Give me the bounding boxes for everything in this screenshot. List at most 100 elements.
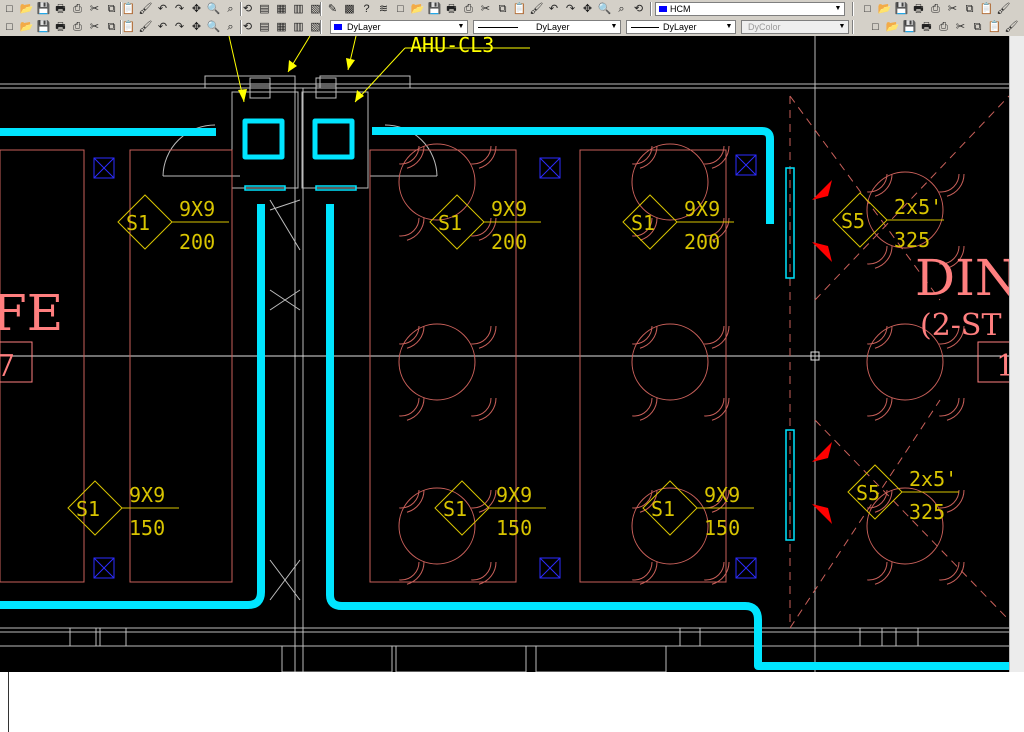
zoom-realtime-icon[interactable]: 🔍 — [206, 3, 221, 15]
print-icon[interactable]: 🖶 — [913, 3, 924, 15]
chair — [382, 307, 420, 345]
print-icon[interactable]: 🖶 — [921, 21, 932, 33]
chevron-down-icon[interactable]: ▼ — [725, 23, 733, 30]
paste-icon[interactable]: 📋 — [121, 3, 136, 15]
save-icon[interactable]: 💾 — [902, 21, 917, 33]
preview-icon[interactable]: ⎙ — [73, 21, 82, 33]
toolpalette-icon[interactable]: ▥ — [293, 3, 304, 15]
chevron-down-icon[interactable]: ▼ — [834, 5, 842, 12]
print-icon[interactable]: 🖶 — [55, 3, 66, 15]
save-icon[interactable]: 💾 — [894, 3, 909, 15]
zoom-realtime-icon[interactable]: 🔍 — [597, 3, 612, 15]
redo-icon[interactable]: ↷ — [565, 3, 576, 15]
pan-icon[interactable]: ✥ — [582, 3, 593, 15]
new-icon[interactable]: □ — [6, 21, 13, 33]
designcenter-icon[interactable]: ▦ — [276, 3, 287, 15]
paste-icon[interactable]: 📋 — [512, 3, 527, 15]
matchprop-icon[interactable]: 🖌 — [138, 21, 153, 33]
new-icon[interactable]: □ — [864, 3, 871, 15]
copy-icon[interactable]: ⧉ — [107, 21, 116, 33]
save-icon[interactable]: 💾 — [36, 3, 51, 15]
help-icon[interactable]: ? — [363, 3, 370, 15]
zoom-previous-icon[interactable]: ⟲ — [242, 3, 253, 15]
new-icon[interactable]: □ — [6, 3, 13, 15]
new-icon[interactable]: □ — [872, 21, 879, 33]
open-icon[interactable]: 📂 — [19, 21, 34, 33]
properties-icon[interactable]: ▤ — [259, 21, 270, 33]
pan-icon[interactable]: ✥ — [191, 3, 202, 15]
calculator-icon[interactable]: ▩ — [344, 3, 355, 15]
copy-icon[interactable]: ⧉ — [107, 3, 116, 15]
new-icon[interactable]: □ — [397, 3, 404, 15]
save-icon[interactable]: 💾 — [427, 3, 442, 15]
copy-icon[interactable]: ⧉ — [498, 3, 507, 15]
zoom-window-icon[interactable]: ⌕ — [227, 3, 234, 15]
cut-icon[interactable]: ✂ — [955, 21, 966, 33]
cut-icon[interactable]: ✂ — [947, 3, 958, 15]
linetype-combo[interactable]: DyLayer ▼ — [473, 20, 621, 34]
table-top — [398, 143, 476, 221]
paste-icon[interactable]: 📋 — [987, 21, 1002, 33]
paste-icon[interactable]: 📋 — [979, 3, 994, 15]
preview-icon[interactable]: ⎙ — [939, 21, 948, 33]
preview-icon[interactable]: ⎙ — [73, 3, 82, 15]
zoom-previous-icon[interactable]: ⟲ — [242, 21, 253, 33]
chevron-down-icon[interactable]: ▼ — [610, 23, 618, 30]
paste-icon[interactable]: 📋 — [121, 21, 136, 33]
table-top — [398, 323, 476, 401]
properties-icon[interactable]: ▤ — [259, 3, 270, 15]
sheetset-icon[interactable]: ▧ — [310, 3, 321, 15]
layer-manager-icon[interactable]: ≋ — [378, 3, 389, 15]
zoom-window-icon[interactable]: ⌕ — [618, 3, 625, 15]
plotstyle-combo[interactable]: DyColor ▼ — [741, 20, 849, 34]
cut-icon[interactable]: ✂ — [480, 3, 491, 15]
open-icon[interactable]: 📂 — [885, 21, 900, 33]
sheetset-icon[interactable]: ▧ — [310, 21, 321, 33]
print-icon[interactable]: 🖶 — [55, 21, 66, 33]
chevron-down-icon[interactable]: ▼ — [838, 23, 846, 30]
save-icon[interactable]: 💾 — [36, 21, 51, 33]
chair — [615, 379, 653, 417]
matchprop-icon[interactable]: 🖌 — [529, 3, 544, 15]
preview-icon[interactable]: ⎙ — [931, 3, 940, 15]
designcenter-icon[interactable]: ▦ — [276, 21, 287, 33]
open-icon[interactable]: 📂 — [410, 3, 425, 15]
copy-icon[interactable]: ⧉ — [965, 3, 974, 15]
layer-combo[interactable]: HCM ▼ — [655, 2, 845, 16]
standard-toolbar: □📂💾🖶⎙✂⧉📋🖌↶↷✥🔍⌕⟲▤▦▥▧✎▩?≋□📂💾🖶⎙✂⧉📋🖌↶↷✥🔍⌕⟲□📂… — [0, 0, 1024, 18]
zoom-realtime-icon[interactable]: 🔍 — [206, 21, 221, 33]
undo-icon[interactable]: ↶ — [157, 21, 168, 33]
markup-icon[interactable]: ✎ — [327, 3, 338, 15]
cut-icon[interactable]: ✂ — [89, 21, 100, 33]
preview-icon[interactable]: ⎙ — [464, 3, 473, 15]
table-top — [398, 487, 476, 565]
cut-icon[interactable]: ✂ — [89, 3, 100, 15]
open-icon[interactable]: 📂 — [19, 3, 34, 15]
chevron-down-icon[interactable]: ▼ — [457, 23, 465, 30]
matchprop-icon[interactable]: 🖌 — [138, 3, 153, 15]
lineweight-combo[interactable]: DyLayer ▼ — [626, 20, 736, 34]
color-combo[interactable]: DyLayer ▼ — [330, 20, 468, 34]
pan-icon[interactable]: ✥ — [191, 21, 202, 33]
matchprop-icon[interactable]: 🖌 — [1004, 21, 1019, 33]
redo-icon[interactable]: ↷ — [174, 3, 185, 15]
undo-icon[interactable]: ↶ — [548, 3, 559, 15]
chair — [922, 155, 960, 193]
zoom-window-icon[interactable]: ⌕ — [227, 21, 234, 33]
open-icon[interactable]: 📂 — [877, 3, 892, 15]
vertical-scrollbar[interactable] — [1009, 36, 1024, 672]
undo-icon[interactable]: ↶ — [157, 3, 168, 15]
zoom-previous-icon[interactable]: ⟲ — [633, 3, 644, 15]
chair — [917, 150, 965, 198]
chair — [917, 538, 965, 586]
matchprop-icon[interactable]: 🖌 — [996, 3, 1011, 15]
chair — [682, 466, 730, 514]
table-with-chairs — [610, 302, 730, 422]
redo-icon[interactable]: ↷ — [174, 21, 185, 33]
print-icon[interactable]: 🖶 — [446, 3, 457, 15]
chair — [615, 471, 653, 509]
copy-icon[interactable]: ⧉ — [973, 21, 982, 33]
tag-size: 9X9 — [129, 483, 165, 507]
toolpalette-icon[interactable]: ▥ — [293, 21, 304, 33]
